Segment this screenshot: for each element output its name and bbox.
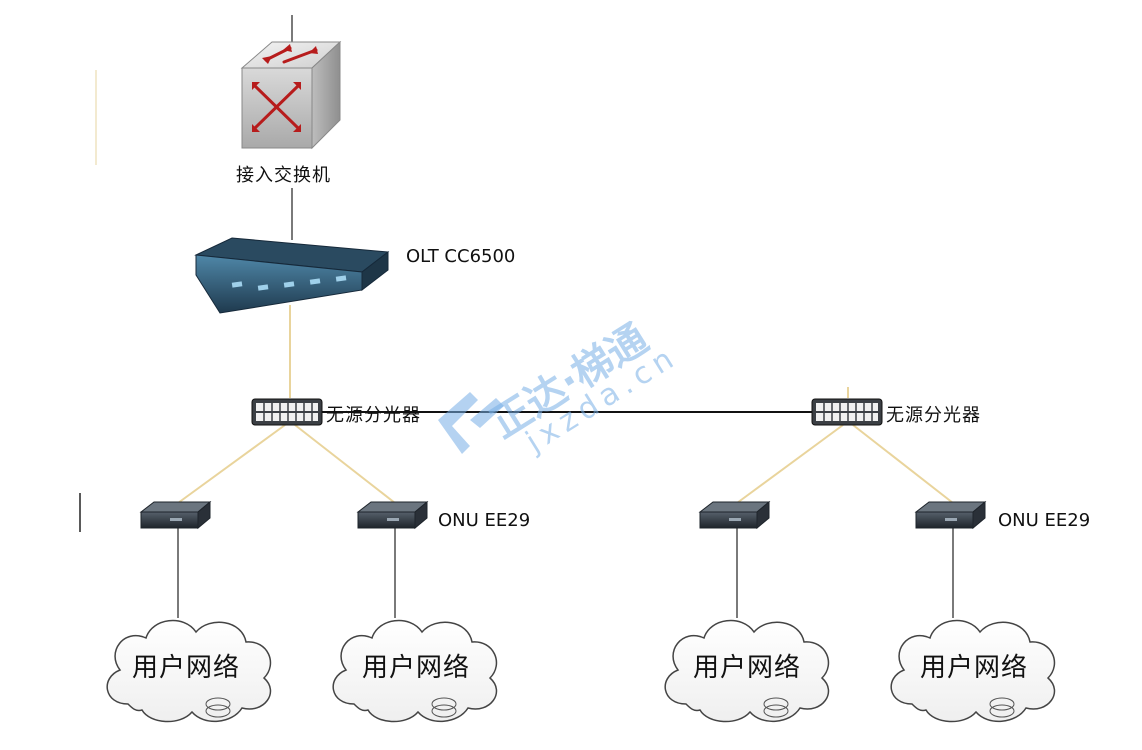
onu-icon-4 [914, 500, 987, 530]
connection-lines [177, 15, 954, 618]
cloud-icon-4 [890, 619, 1056, 723]
splitter-icon-left [251, 398, 323, 426]
splitter-icon-right [811, 398, 883, 426]
fiber-right-1 [736, 424, 844, 504]
edge-artifacts [79, 70, 97, 532]
cloud-label-1: 用户网络 [132, 653, 241, 683]
fiber-left-2 [294, 424, 396, 504]
cloud-icon-3 [664, 619, 830, 723]
fiber-right-2 [852, 424, 954, 504]
watermark-logo-icon [438, 392, 504, 454]
onu-icon-1 [139, 500, 212, 530]
onu-right-label: ONU EE29 [998, 510, 1091, 531]
splitter-right-label: 无源分光器 [886, 405, 981, 426]
onu-icon-3 [698, 500, 771, 530]
cloud-label-2: 用户网络 [362, 653, 471, 683]
switch-icon [240, 40, 342, 150]
olt-label: OLT CC6500 [406, 246, 516, 267]
splitter-left-label: 无源分光器 [326, 405, 421, 426]
olt-icon [194, 237, 390, 314]
access-switch-label: 接入交换机 [236, 165, 331, 186]
cloud-icon-1 [106, 619, 272, 723]
cloud-icon-2 [332, 619, 498, 723]
cloud-label-4: 用户网络 [920, 653, 1029, 683]
onu-icon-2 [356, 500, 429, 530]
cloud-label-3: 用户网络 [693, 653, 802, 683]
fiber-left-1 [177, 424, 286, 504]
onu-left-label: ONU EE29 [438, 510, 531, 531]
